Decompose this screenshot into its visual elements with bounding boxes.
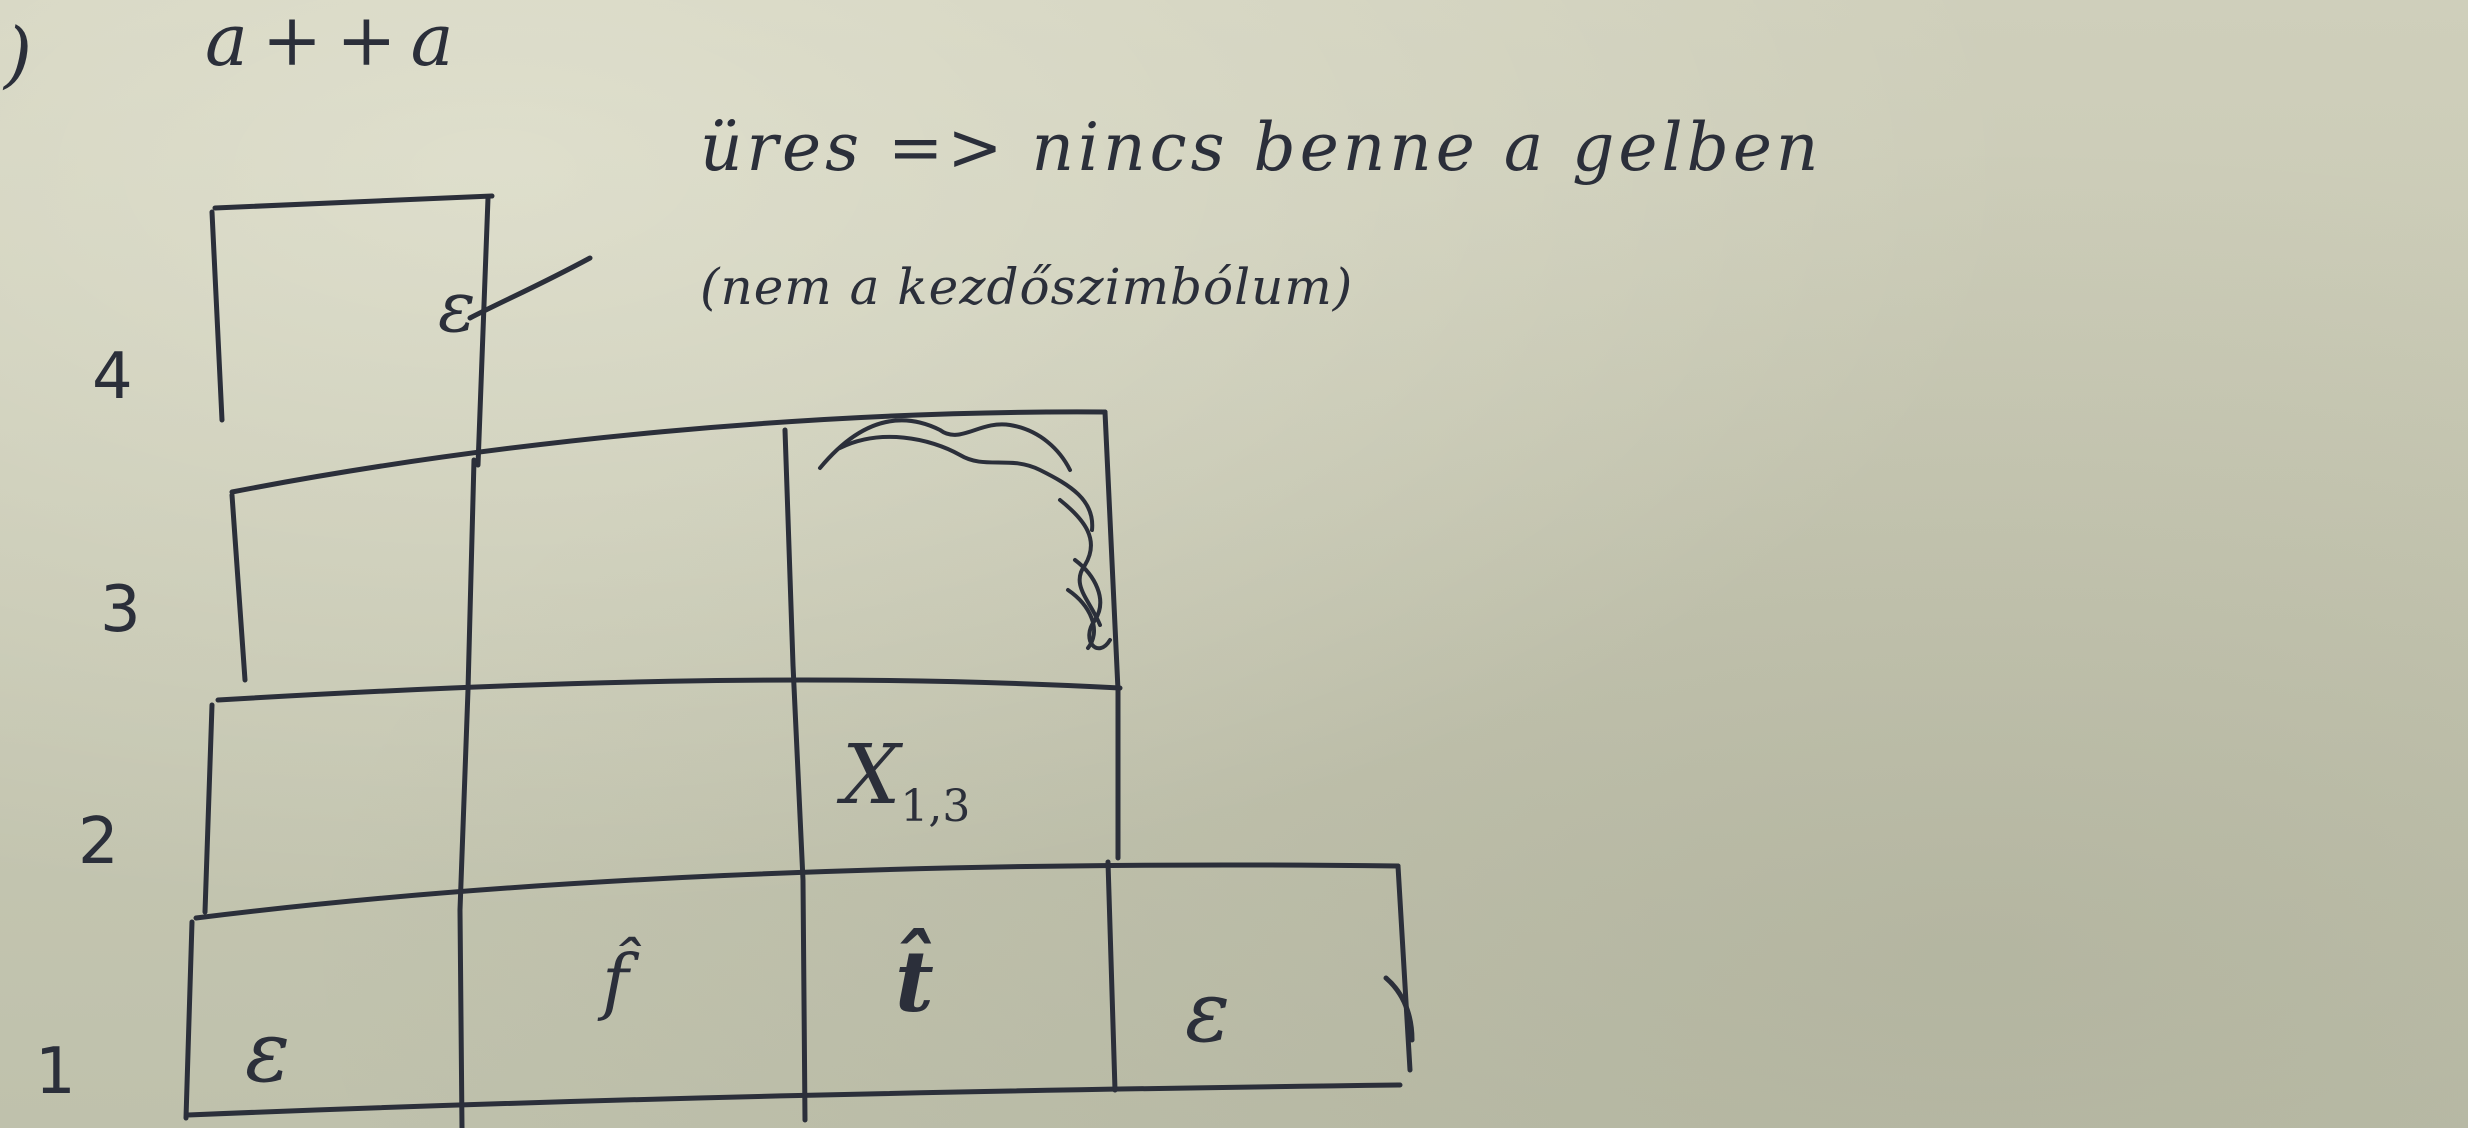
row4-box-top [212,193,495,211]
col3-right-edge [1102,409,1121,861]
scribble-crossed-out [818,418,1112,651]
row4-box-right [475,195,491,468]
note-line-2: (nem a kezdőszimbólum) [700,258,1354,316]
col-sep-2 [782,427,808,1123]
row1-right-edge [1395,863,1413,1073]
item-marker: ) [4,12,33,96]
note-line-1: üres => nincs benne a gelben [700,109,1823,186]
row-label-1: 1 [35,1035,76,1109]
left-edge-row3 [229,492,248,683]
row1-right-hook [1383,975,1415,1043]
row2-bottom [193,862,1401,921]
row-label-2: 2 [78,805,119,879]
cell-row2-col3: X1,3 [842,735,970,829]
cell-row2-col3-main: X [842,728,901,823]
row3-bottom [215,677,1123,703]
row-label-4: 4 [92,340,133,414]
col-sep-3 [1105,859,1118,1093]
heading-expression: a++a [205,0,468,82]
cell-row1-col4: ε [1185,963,1231,1061]
row-label-3: 3 [100,573,141,647]
cell-row4-col2: ε [438,266,476,348]
cell-row2-col3-subscript: 1,3 [900,781,971,832]
row1-bottom [185,1082,1403,1118]
cell-row1-col3: t̂ [895,932,934,1031]
cell-row1-col1: ε [245,1003,291,1101]
col-sep-1 [457,457,477,1128]
row4-box-left [209,209,225,423]
left-edge-row1 [183,919,195,1121]
cell-row1-col2: f̂ [602,939,629,1023]
arrow-to-epsilon [467,255,593,321]
left-edge-row2 [202,702,215,915]
row3-top [229,409,1108,495]
